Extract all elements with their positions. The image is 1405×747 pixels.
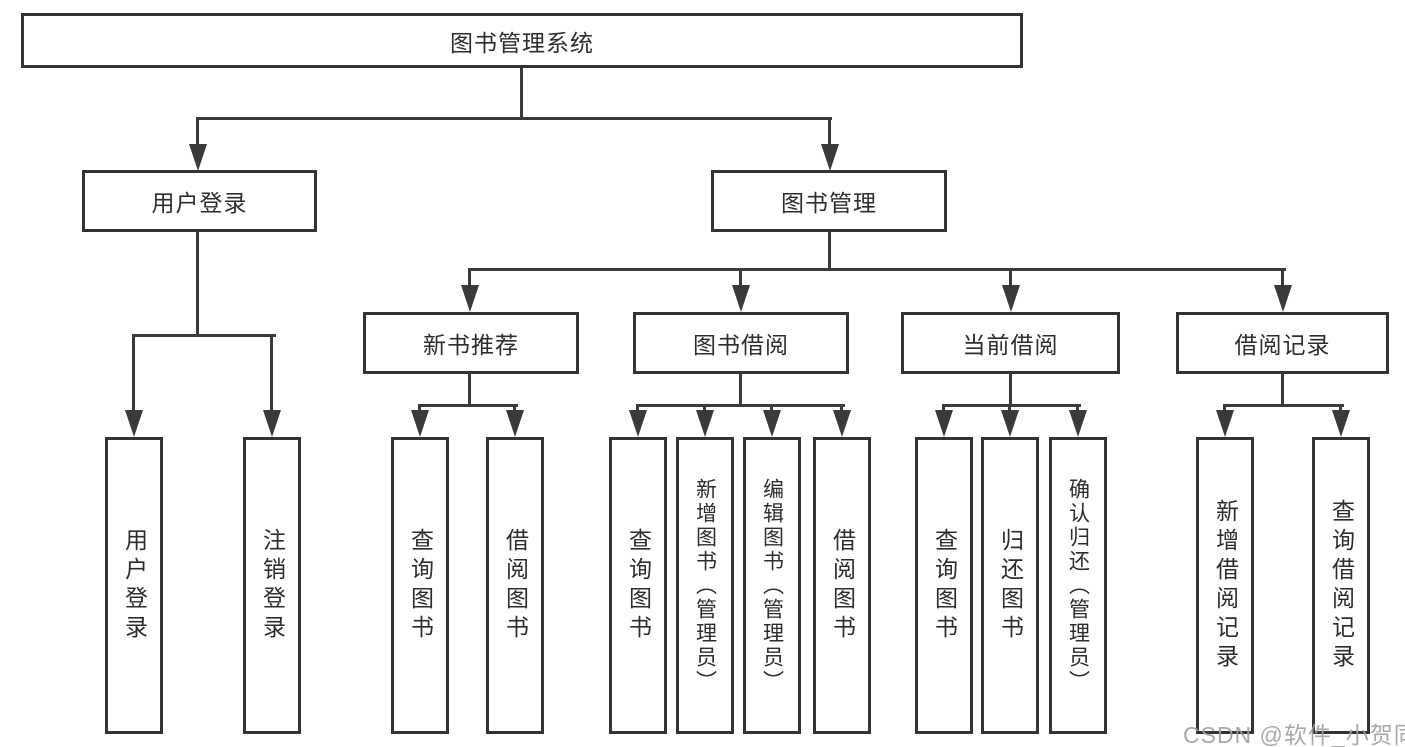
leaf-query-borrow-record: 查询借阅记录: [1312, 437, 1370, 734]
arrowhead-book-management: [821, 144, 839, 171]
arrowhead-leaf: [1001, 410, 1019, 437]
arrowhead-leaf: [1069, 410, 1087, 437]
connector-drop-leaf: [703, 404, 706, 414]
leaf-query-borrow-record-label: 查询借阅记录: [1328, 498, 1355, 673]
leaf-confirm-return-admin-label: 确认归还（管理员）: [1066, 477, 1090, 694]
arrowhead-borrow-record: [1274, 285, 1292, 312]
connector-stub-user-login: [196, 232, 199, 336]
leaf-confirm-return-admin: 确认归还（管理员）: [1049, 437, 1107, 734]
arrowhead-user-login: [189, 144, 207, 171]
connector-stub-current-borrow: [1009, 374, 1012, 406]
arrowhead-leaf: [506, 410, 524, 437]
connector-rail-book-borrow: [636, 404, 845, 407]
arrowhead-new-book: [461, 285, 479, 312]
connector-rail-current-borrow: [942, 404, 1081, 407]
leaf-login: 用户登录: [105, 437, 163, 734]
arrowhead-book-borrow: [732, 285, 750, 312]
arrowhead-logout: [263, 410, 281, 437]
arrowhead-leaf: [1216, 410, 1234, 437]
node-current-borrowing-label: 当前借阅: [962, 332, 1059, 358]
connector-drop-book-management: [828, 117, 831, 147]
node-user-login: 用户登录: [82, 170, 317, 232]
connector-drop-leaf: [418, 404, 421, 414]
connector-stub-new-book: [468, 374, 471, 406]
node-book-management: 图书管理: [711, 170, 947, 232]
node-root-label: 图书管理系统: [450, 29, 594, 56]
connector-drop-login: [132, 334, 135, 413]
arrowhead-login: [125, 410, 143, 437]
connector-drop-user-login: [196, 117, 199, 147]
connector-trunk: [520, 68, 523, 120]
leaf-return-books: 归还图书: [981, 437, 1039, 734]
leaf-query-books-1-label: 查询图书: [407, 527, 434, 644]
leaf-add-books-admin-label: 新增图书（管理员）: [693, 477, 717, 694]
leaf-add-borrow-record-label: 新增借阅记录: [1212, 498, 1239, 673]
watermark: CSDN @软件_小贺同学: [1183, 722, 1405, 747]
leaf-query-books-2-label: 查询图书: [625, 527, 652, 644]
node-book-management-label: 图书管理: [781, 190, 877, 216]
leaf-borrow-books-1-label: 借阅图书: [502, 527, 529, 644]
leaf-add-borrow-record: 新增借阅记录: [1196, 437, 1254, 734]
arrowhead-leaf: [1332, 410, 1350, 437]
leaf-borrow-books-2: 借阅图书: [813, 437, 871, 734]
connector-stub-book-management: [828, 232, 831, 271]
connector-drop-leaf: [1339, 404, 1342, 414]
connector-rail-borrow-record: [1223, 404, 1344, 407]
connector-drop-leaf: [840, 404, 843, 414]
leaf-logout-label: 注销登录: [259, 527, 286, 644]
connector-drop-leaf: [636, 404, 639, 414]
arrowhead-leaf: [629, 410, 647, 437]
node-borrowing-records: 借阅记录: [1176, 312, 1389, 374]
connector-rail-level2: [196, 117, 832, 120]
leaf-return-books-label: 归还图书: [997, 527, 1024, 644]
node-book-borrowing-label: 图书借阅: [693, 332, 789, 358]
connector-drop-leaf: [1076, 404, 1079, 414]
leaf-borrow-books-1: 借阅图书: [486, 437, 544, 734]
leaf-query-books-1: 查询图书: [391, 437, 449, 734]
arrowhead-leaf: [411, 410, 429, 437]
arrowhead-leaf: [763, 410, 781, 437]
leaf-logout: 注销登录: [243, 437, 301, 734]
connector-drop-leaf: [942, 404, 945, 414]
connector-drop-book-borrow: [739, 268, 742, 288]
leaf-login-label: 用户登录: [121, 527, 148, 644]
arrowhead-leaf: [696, 410, 714, 437]
connector-rail-user-login: [132, 334, 276, 337]
leaf-borrow-books-2-label: 借阅图书: [829, 527, 856, 644]
leaf-query-books-2: 查询图书: [609, 437, 667, 734]
connector-drop-new-book: [468, 268, 471, 288]
node-new-book-recommend-label: 新书推荐: [423, 332, 519, 358]
arrowhead-leaf: [935, 410, 953, 437]
leaf-edit-books-admin: 编辑图书（管理员）: [743, 437, 801, 734]
node-book-borrowing: 图书借阅: [633, 312, 849, 374]
arrowhead-current-borrow: [1002, 285, 1020, 312]
connector-drop-leaf: [1008, 404, 1011, 414]
leaf-add-books-admin: 新增图书（管理员）: [676, 437, 734, 734]
connector-drop-leaf: [513, 404, 516, 414]
connector-drop-logout: [270, 334, 273, 413]
connector-stub-borrow-record: [1281, 374, 1284, 406]
connector-drop-leaf: [770, 404, 773, 414]
node-borrowing-records-label: 借阅记录: [1234, 332, 1331, 358]
connector-stub-book-borrow: [739, 374, 742, 406]
node-current-borrowing: 当前借阅: [901, 312, 1120, 374]
connector-rail-level3: [468, 268, 1286, 271]
node-new-book-recommend: 新书推荐: [363, 312, 579, 374]
leaf-query-books-3: 查询图书: [915, 437, 973, 734]
connector-drop-current-borrow: [1009, 268, 1012, 288]
leaf-edit-books-admin-label: 编辑图书（管理员）: [760, 477, 784, 694]
node-user-login-label: 用户登录: [151, 190, 248, 216]
arrowhead-leaf: [833, 410, 851, 437]
connector-rail-new-book: [418, 404, 518, 407]
leaf-query-books-3-label: 查询图书: [931, 527, 958, 644]
node-root: 图书管理系统: [21, 13, 1023, 68]
connector-drop-leaf: [1223, 404, 1226, 414]
connector-drop-borrow-record: [1281, 268, 1284, 288]
